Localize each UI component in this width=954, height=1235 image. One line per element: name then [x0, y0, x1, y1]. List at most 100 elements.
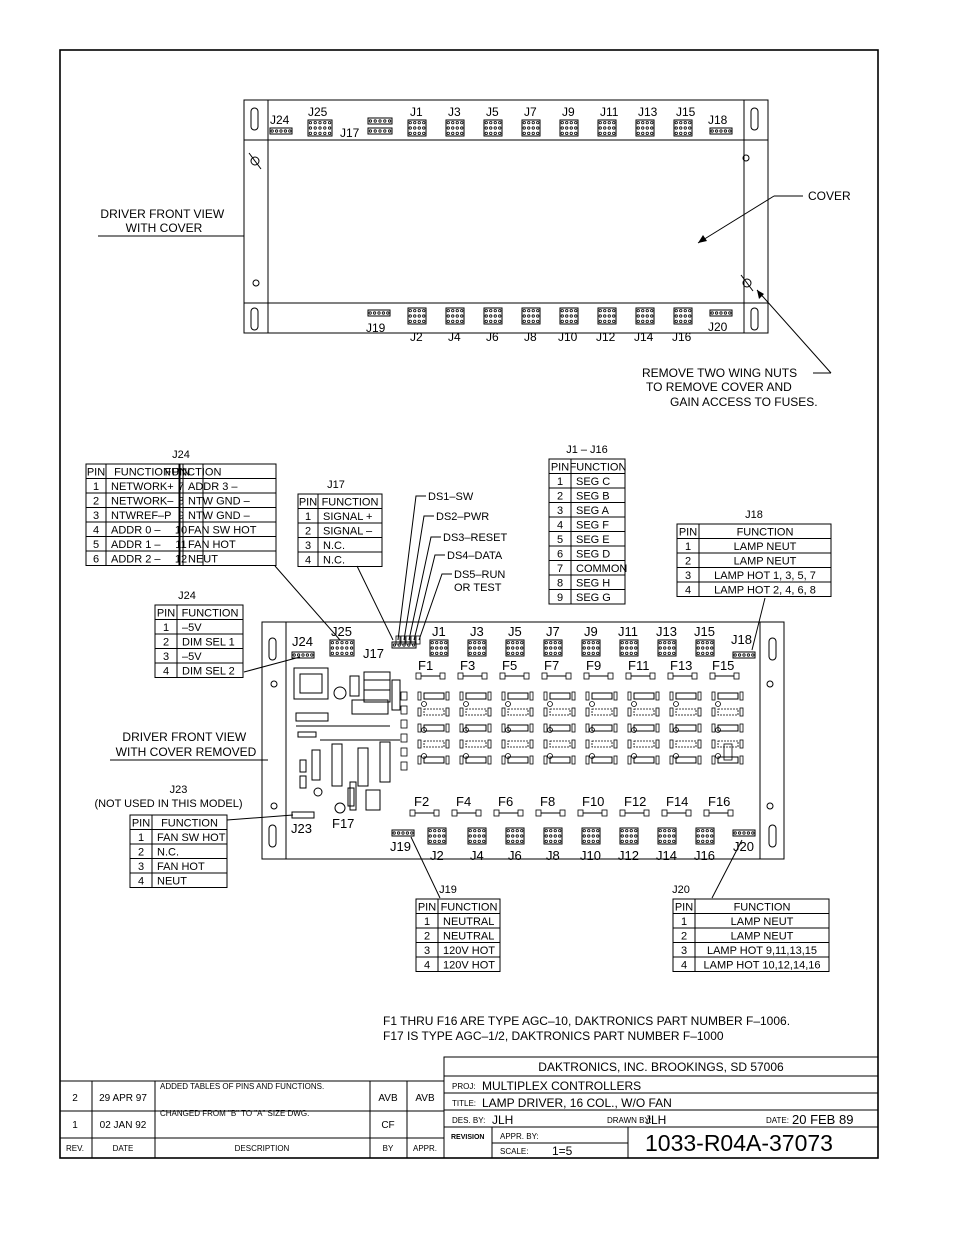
table-header-cell: PIN	[132, 818, 150, 830]
table-header-cell: FUNCTION	[114, 467, 171, 479]
connector-label-j5: J5	[486, 105, 499, 119]
revision-cell: AVB	[415, 1093, 435, 1104]
connector-label-j10: J10	[558, 330, 578, 344]
connector-j12	[597, 307, 617, 325]
table-cell: NETWORK+	[111, 481, 174, 493]
connector-label-j16: J16	[694, 848, 715, 863]
connector-j4	[467, 827, 487, 845]
table-cell: 3	[305, 540, 311, 552]
title-block: DAKTRONICS, INC. BROOKINGS, SD 57006 PRO…	[443, 1056, 879, 1159]
fuse-f8	[535, 809, 566, 817]
table-cell: FAN HOT	[157, 861, 205, 873]
table-header-cell: PIN	[675, 902, 693, 914]
connector-label-j9: J9	[562, 105, 575, 119]
table-cell: 4	[138, 876, 144, 888]
connector-j9	[581, 639, 601, 657]
connector-label-j4: J4	[470, 848, 484, 863]
wing-nut-icon	[740, 274, 754, 292]
connector-label-j13: J13	[656, 624, 677, 639]
revision-cell: 1	[72, 1120, 78, 1131]
table-title: J19	[439, 884, 457, 896]
fuse-label-f11: F11	[628, 658, 649, 673]
approved-by-label: APPR. BY:	[500, 1132, 539, 1141]
connector-label-j2: J2	[410, 330, 423, 344]
connector-label-j6: J6	[486, 330, 499, 344]
connector-label-j8: J8	[524, 330, 537, 344]
table-cell: 120V HOT	[443, 960, 495, 972]
table-cell: NEUT	[188, 554, 218, 566]
table-cell: 8	[178, 496, 184, 508]
table-cell: FAN SW HOT	[157, 832, 226, 844]
table-cell: N.C.	[157, 847, 179, 859]
top-view-chassis	[243, 99, 769, 334]
connector-label-j7: J7	[524, 105, 537, 119]
revision-cell: CF	[381, 1120, 394, 1131]
connector-label-j20: J20	[708, 320, 728, 334]
fuse-f9	[583, 672, 614, 680]
connector-label-j2: J2	[430, 848, 444, 863]
table-cell: –5V	[182, 622, 202, 634]
table-cell: 5	[557, 534, 563, 546]
table-cell: LAMP HOT 1, 3, 5, 7	[714, 570, 816, 582]
connector-j15	[673, 119, 693, 137]
fuse-f14	[661, 809, 692, 817]
table-header-cell: PIN	[299, 497, 317, 509]
connector-label-j23: J23	[291, 821, 312, 836]
table-cell: N.C.	[323, 540, 345, 552]
table-cell: LAMP HOT 10,12,14,16	[704, 960, 821, 972]
fuse-label-f6: F6	[498, 794, 513, 809]
connector-label-j20: J20	[733, 839, 754, 854]
company-name: DAKTRONICS, INC. BROOKINGS, SD 57006	[538, 1060, 784, 1074]
table-header-cell: PIN	[551, 462, 569, 474]
table-title: J1 – J16	[566, 444, 608, 456]
table-cell: SIGNAL –	[323, 526, 373, 538]
table-cell: SEG A	[576, 505, 610, 517]
connector-j7	[521, 119, 541, 137]
connector-label-j5: J5	[508, 624, 522, 639]
table-cell: 7	[557, 563, 563, 575]
table-cell: SEG F	[576, 520, 609, 532]
table-title: J20	[672, 884, 690, 896]
connector-j16	[695, 827, 715, 845]
table-title: J24	[172, 449, 190, 461]
table-cell: NTW GND –	[188, 510, 251, 522]
table-header-cell: FUNCTION	[182, 608, 239, 620]
table-cell: 1	[685, 541, 691, 553]
connector-label-j19: J19	[366, 321, 386, 335]
fuse-label-f17: F17	[332, 816, 354, 831]
connector-j12	[619, 827, 639, 845]
led-ds4	[410, 635, 416, 645]
connector-j15	[695, 639, 715, 657]
connector-j14	[635, 307, 655, 325]
table-cell: 4	[685, 585, 691, 597]
connector-label-j12: J12	[618, 848, 639, 863]
connector-j20	[709, 309, 733, 317]
fuse-f5	[499, 672, 530, 680]
fuse-label-f1: F1	[418, 658, 433, 673]
wing-nut-icon	[248, 152, 262, 170]
title-label: TITLE:	[452, 1099, 476, 1108]
connector-label-j14: J14	[656, 848, 677, 863]
proj-label: PROJ:	[452, 1082, 476, 1091]
fuse-label-f3: F3	[460, 658, 475, 673]
table-cell: 1	[424, 916, 430, 928]
fuse-label-f4: F4	[456, 794, 471, 809]
connector-label-j14: J14	[634, 330, 654, 344]
table-cell: 3	[557, 505, 563, 517]
table-cell: 2	[685, 556, 691, 568]
connector-label-j16: J16	[672, 330, 692, 344]
designed-by: JLH	[492, 1113, 513, 1127]
table-cell: 5	[93, 539, 99, 551]
table-cell: 1	[138, 832, 144, 844]
leader-lines	[226, 565, 766, 899]
table-cell: 2	[163, 637, 169, 649]
drawn-by: JLH	[645, 1113, 666, 1127]
table-cell: 2	[93, 496, 99, 508]
connector-label-j19: J19	[390, 839, 411, 854]
fuse-f12	[619, 809, 650, 817]
revision-cell: ADDED TABLES OF PINS AND FUNCTIONS.	[160, 1082, 324, 1091]
connector-label-j10: J10	[580, 848, 601, 863]
